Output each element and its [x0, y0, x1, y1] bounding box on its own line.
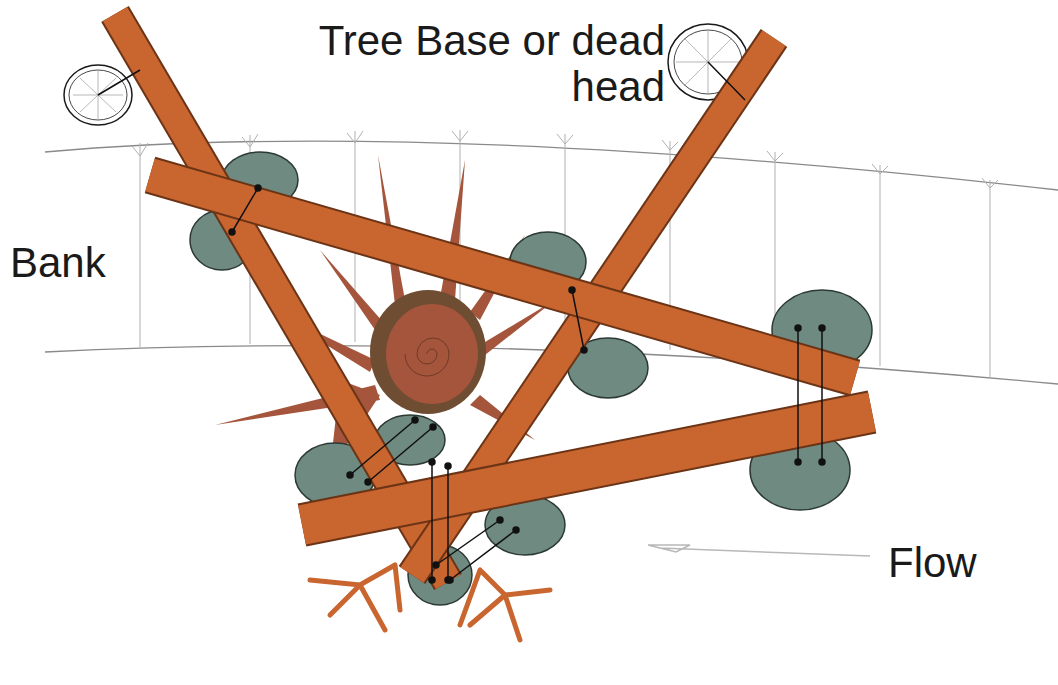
bank-label: Bank	[10, 240, 160, 286]
cable	[98, 62, 825, 583]
tree-base-label: Tree Base or dead head	[295, 18, 665, 110]
flow-label: Flow	[888, 540, 1048, 586]
log	[115, 14, 872, 582]
flow-arrow	[648, 545, 870, 556]
stump	[370, 290, 486, 414]
